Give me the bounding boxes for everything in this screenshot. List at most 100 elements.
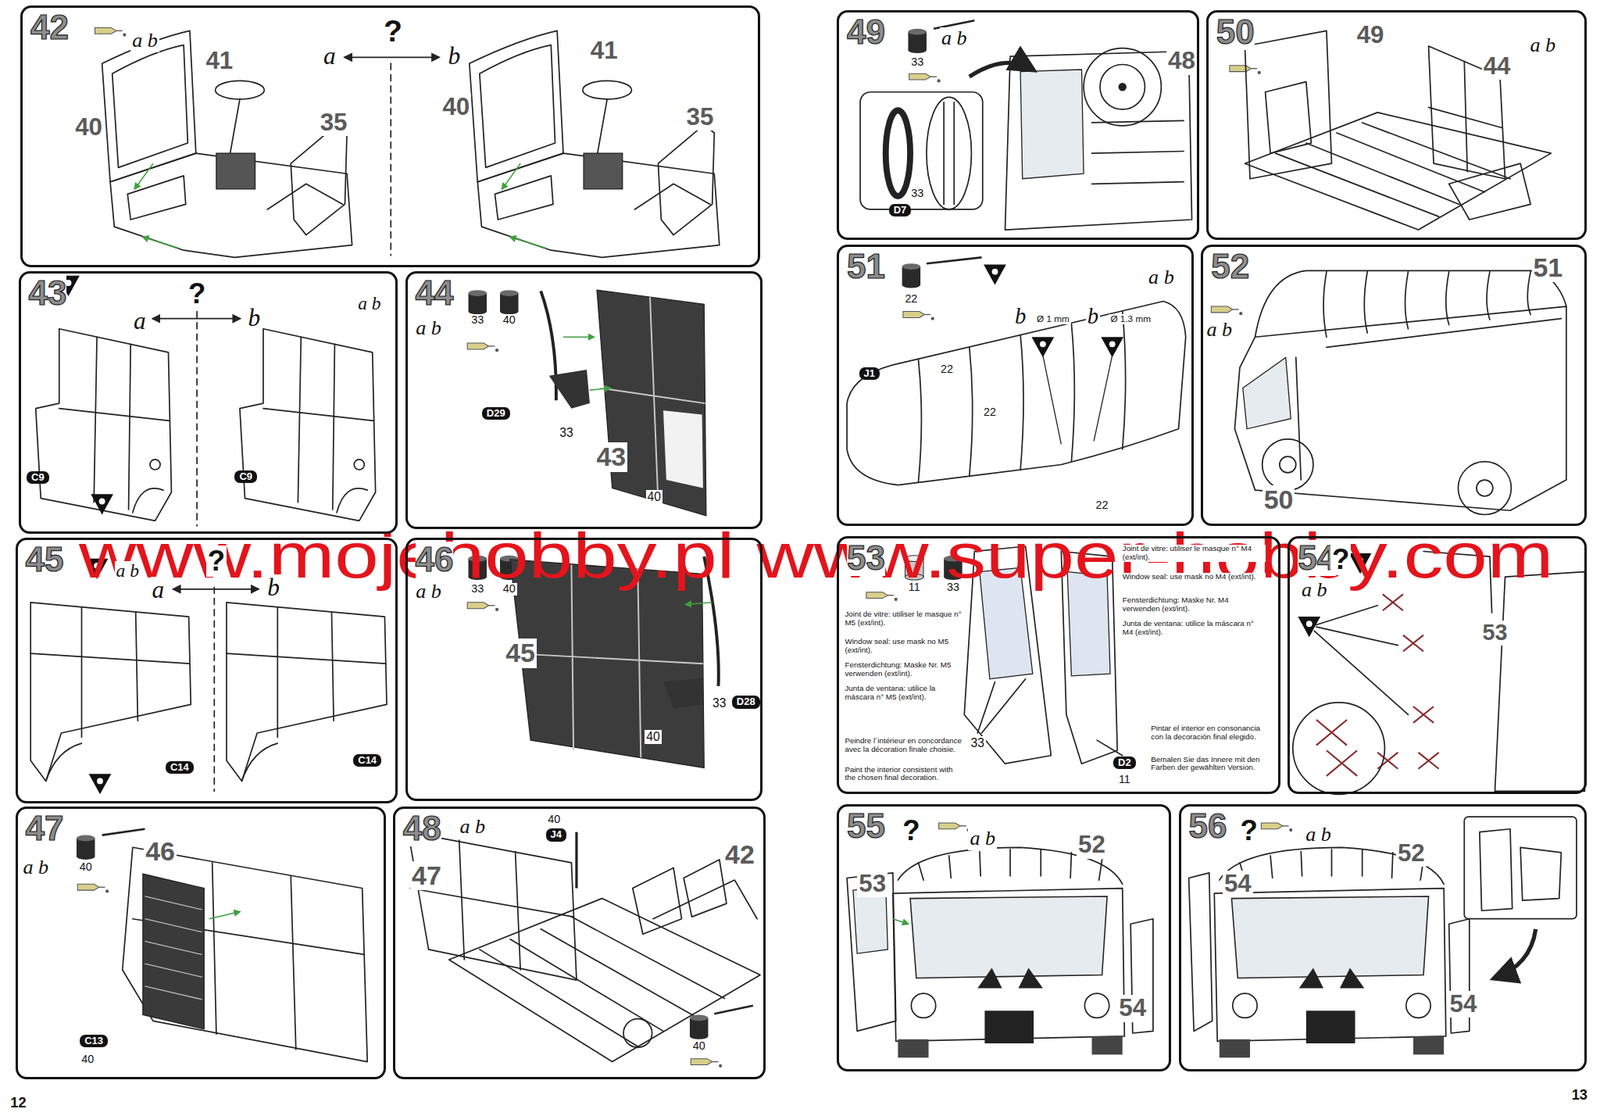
step-49-drawing-part [943,102,954,205]
part-callout: 47 [410,860,443,890]
step-number: 47 [25,810,65,847]
step-45-drawing [30,558,387,795]
step-55-drawing-part [892,846,1125,1058]
variant-label: a b [414,580,443,604]
question-mark: ? [900,814,922,847]
part-callout: 52 [1396,839,1427,867]
part-callout: 52 [1076,831,1108,858]
step-number: 43 [28,275,68,311]
part-callout: 46 [143,836,177,866]
instruction-note: Window seal: use mask no M4 (ext/int). [1122,572,1266,582]
step-47-drawing-part [102,828,146,836]
variant-label: a [321,42,338,70]
step-44-drawing-part [540,290,557,400]
step-number: 42 [30,9,69,46]
variant-label: b [265,574,282,601]
step-number: 45 [25,541,65,578]
step-52-drawing-part [1210,306,1243,315]
step-52-drawing-part [1457,461,1511,515]
step-50-drawing [1229,30,1551,230]
part-code: J4 [550,828,562,840]
step-number: 56 [1189,807,1228,844]
page-number: 12 [8,1094,28,1111]
paint-code: 40 [79,1053,96,1066]
step-panel: 55 [836,803,1172,1072]
part-code: C9 [31,471,45,483]
step-51-drawing-part [926,257,983,264]
step-51-drawing-part [1100,336,1124,358]
variant-label: a b [356,293,383,315]
step-48-drawing-part [410,839,574,970]
paint-code: 33 [909,56,925,69]
part-callout: 54 [1117,994,1148,1022]
part-tag: C13 [79,1034,108,1047]
step-54-drawing-part [1377,593,1439,768]
step-45-drawing-part [173,588,258,590]
step-52-drawing-part [1476,479,1493,497]
step-56-drawing [1189,816,1577,1058]
step-46-drawing-part [685,602,713,605]
step-44-drawing-part [468,289,488,315]
step-43-drawing-part [153,317,240,320]
step-52-drawing-part [1234,306,1566,511]
instruction-note: Fensterdichtung: Maske Nr. M4 verwenden … [1122,596,1266,614]
part-code: D28 [736,696,756,708]
paint-code: Ø 1 mm [1035,314,1072,325]
part-callout: 48 [1166,47,1197,75]
step-53-drawing-part [1096,739,1123,756]
part-callout: 41 [203,47,235,75]
step-46-drawing-part [467,602,499,611]
part-callout: 43 [594,442,628,472]
step-number: 48 [403,810,442,847]
step-44-drawing-part [549,369,590,409]
instruction-note: Peindre l´intérieur en concordance avec … [844,736,964,754]
paint-code: 22 [939,363,955,376]
step-55-drawing [846,822,1154,1058]
part-tag: D2 [1113,756,1136,769]
part-callout: 54 [1222,870,1254,897]
step-42-drawing [94,27,719,258]
variant-label: a b [1303,823,1333,847]
step-47-drawing-part [122,846,368,1061]
step-56-drawing-part [1479,828,1561,911]
part-callout: 41 [589,37,620,65]
step-51-drawing-part [903,311,935,321]
step-52-drawing-part [1262,439,1314,490]
part-code: D2 [1117,757,1132,768]
step-48-drawing [407,832,761,1068]
step-number: 49 [846,14,886,50]
paint-code: 33 [969,735,986,750]
step-panel: 43C9C9 [18,271,399,534]
variant-label: a b [457,815,487,839]
question-mark: ? [206,545,227,577]
step-43-drawing [35,275,376,526]
step-48-drawing-part [690,1058,722,1068]
step-54-drawing-part [1316,719,1358,776]
paint-code: 40 [691,1039,708,1053]
variant-label: a b [414,317,443,340]
part-callout: 40 [73,114,104,141]
part-tag: C14 [165,760,194,774]
step-47-drawing-part [142,873,204,1029]
step-51-drawing-part [846,301,1186,486]
step-51-drawing-part [902,263,922,288]
paint-code: 33 [469,582,486,596]
part-callout: 51 [1532,253,1565,283]
step-47-drawing-part [132,862,365,1050]
question-mark: ? [1330,543,1351,575]
step-47-drawing-part [144,896,202,1000]
part-tag: C9 [26,471,50,484]
step-panel: 51J1 [836,244,1194,525]
step-number: 52 [1210,248,1250,285]
step-48-drawing-part [479,916,725,1047]
part-code: D7 [893,204,908,216]
paint-code: 40 [78,860,94,874]
step-54-drawing-part [1292,702,1386,795]
step-56-drawing-part [1494,928,1536,979]
step-panel: 46D28 [405,537,763,801]
step-49-drawing-part [1020,69,1084,179]
instruction-note: Joint de vitre: utiliser le masque n° M5… [844,610,964,628]
step-52-drawing [1210,270,1567,515]
step-44-drawing-part [596,289,707,516]
